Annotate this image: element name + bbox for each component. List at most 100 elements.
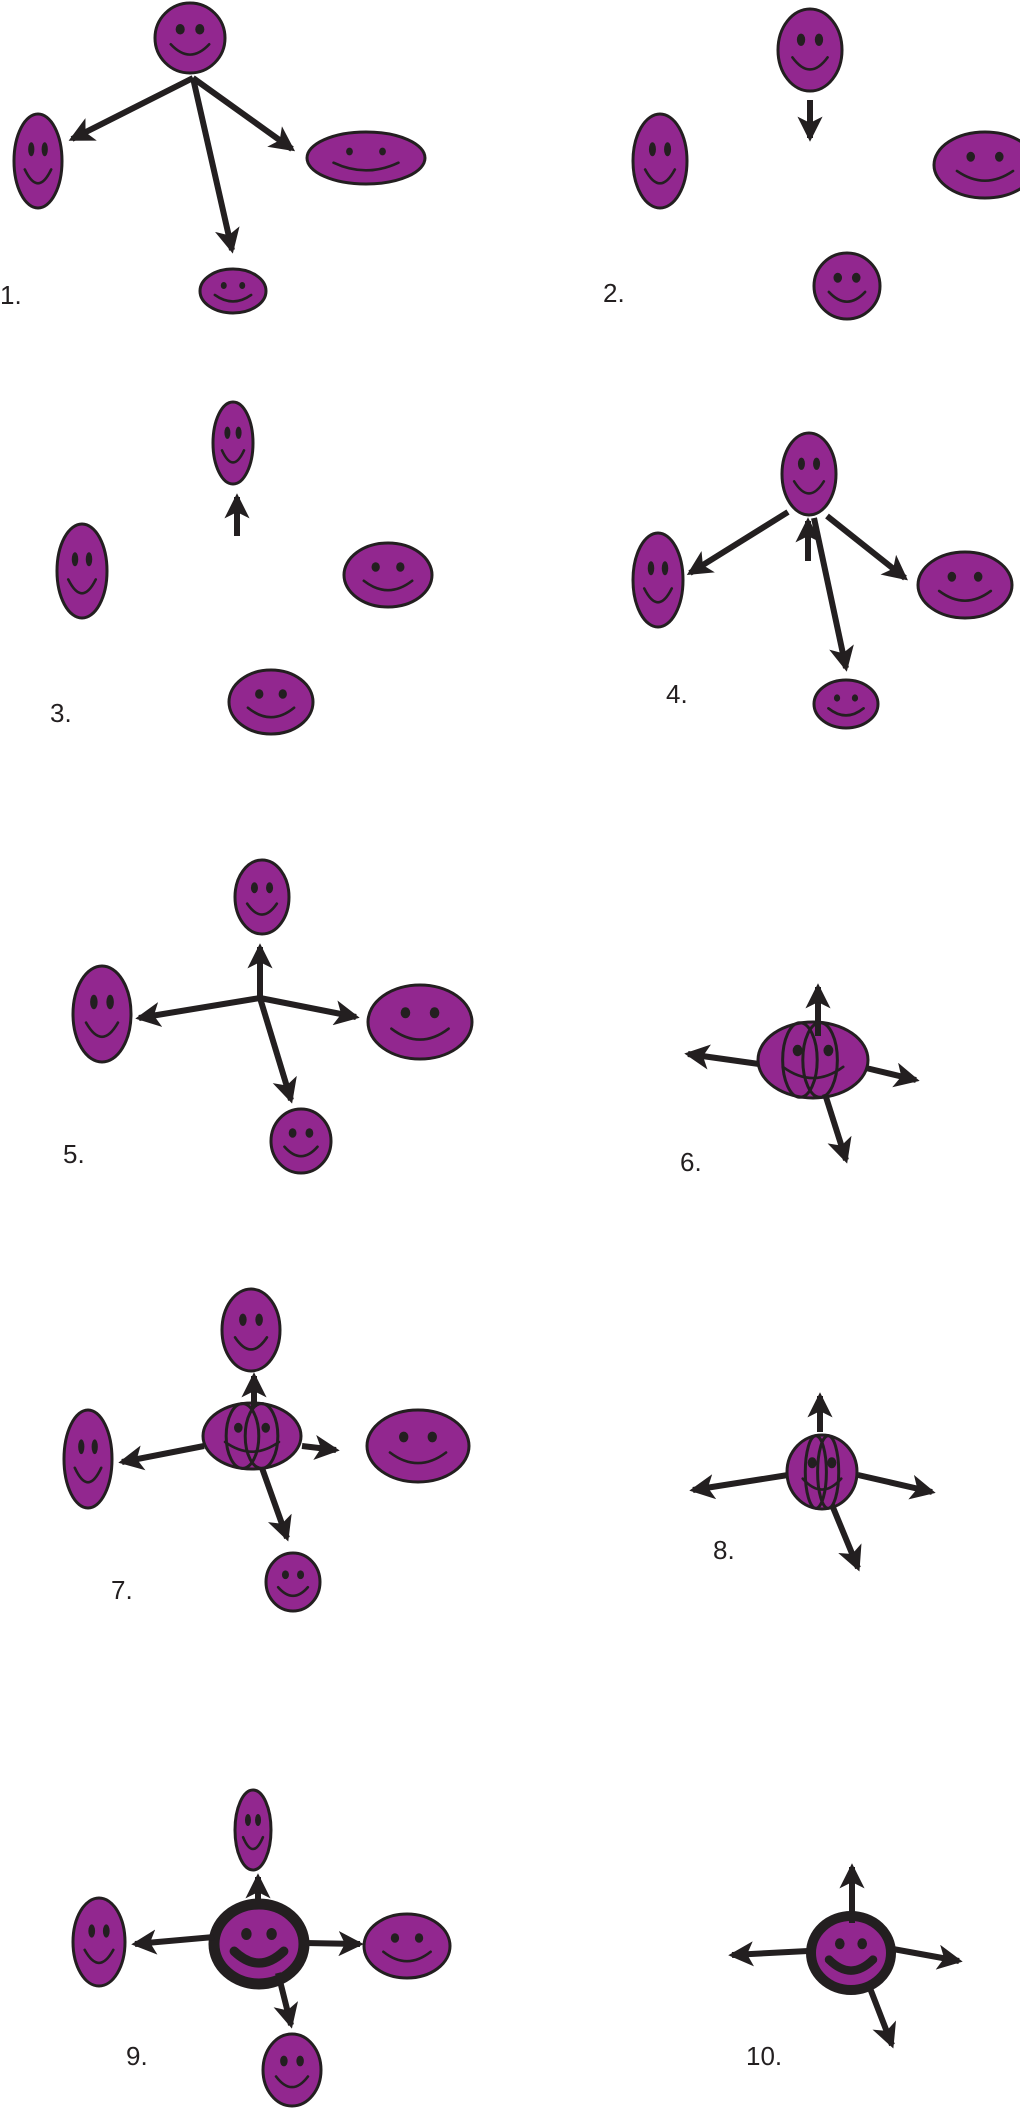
eye-icon <box>255 689 264 699</box>
arrow-icon <box>822 1093 852 1164</box>
eye-icon <box>427 1431 437 1443</box>
eye-icon <box>288 1128 297 1138</box>
arrow-icon <box>865 1981 897 2049</box>
smiley-face-icon <box>12 112 64 210</box>
panel-1-label: 1. <box>0 280 22 310</box>
eye-icon <box>71 552 79 567</box>
smiley-face-icon <box>220 1287 282 1373</box>
eye-icon <box>807 1457 817 1469</box>
eye-icon <box>833 272 843 283</box>
eye-icon <box>296 2055 304 2067</box>
panel-3-label: 3. <box>50 698 72 728</box>
panel-2-label: 2. <box>603 278 625 308</box>
eye-icon <box>647 561 655 576</box>
arrow-icon <box>811 517 854 672</box>
eye-icon <box>390 1933 400 1943</box>
eye-icon <box>305 1128 314 1138</box>
eye-icon <box>814 33 824 46</box>
smiley-face-icon <box>201 1401 303 1471</box>
mouth-icon <box>73 1466 103 1484</box>
arrow-icon <box>892 1944 963 1970</box>
smiley-face-icon <box>198 267 268 315</box>
mouth-icon <box>229 1946 289 1968</box>
eye-icon <box>244 1814 251 1826</box>
arrow-icon <box>825 513 908 581</box>
mouth-icon <box>241 1835 265 1851</box>
mouth-icon <box>955 169 1015 182</box>
eye-icon <box>278 689 287 699</box>
smiley-face-icon <box>62 1408 114 1510</box>
eye-icon <box>796 33 806 46</box>
mouth-icon <box>362 579 414 592</box>
eye-icon <box>947 571 957 582</box>
arrow-icon <box>118 1443 205 1471</box>
mouth-icon <box>276 1585 310 1598</box>
smiley-face-icon <box>233 1788 273 1872</box>
split-ring-icon <box>224 1402 280 1470</box>
mouth-icon <box>332 161 400 172</box>
mouth-icon <box>824 1955 878 1975</box>
panel-8-label: 8. <box>713 1535 735 1565</box>
panel-5-label: 5. <box>63 1139 85 1169</box>
smiley-face-icon <box>631 112 689 210</box>
eye-icon <box>239 282 246 289</box>
smiley-face-icon <box>776 7 844 93</box>
arrow-icon <box>273 1972 299 2029</box>
eye-icon <box>813 457 821 470</box>
mouth-icon <box>23 168 53 185</box>
eye-icon <box>857 1938 868 1950</box>
mouth-icon <box>274 2075 310 2089</box>
eye-icon <box>792 1044 803 1057</box>
eye-icon <box>429 1007 440 1019</box>
mouth-icon <box>827 707 865 717</box>
arrow-icon <box>304 1931 364 1957</box>
eye-icon <box>235 426 242 439</box>
eye-icon <box>400 1007 411 1019</box>
mouth-icon <box>937 589 993 602</box>
eye-icon <box>346 147 353 156</box>
eye-icon <box>106 994 114 1010</box>
arrow-icon <box>257 997 297 1104</box>
mouth-icon <box>792 480 826 495</box>
smiley-face-icon <box>932 130 1020 200</box>
smiley-face-icon <box>71 1896 127 1988</box>
mouth-icon <box>233 1336 269 1351</box>
arrow-icon <box>191 75 296 152</box>
eye-icon <box>91 1439 98 1455</box>
mouth-icon <box>390 1027 450 1041</box>
eye-icon <box>414 1933 424 1943</box>
eye-icon <box>827 1457 837 1469</box>
arrow-icon <box>689 1472 789 1500</box>
eye-icon <box>396 562 405 572</box>
smiley-face-icon <box>55 522 109 620</box>
smiley-face-icon <box>916 550 1014 620</box>
arrow-icon <box>857 1472 936 1500</box>
eye-icon <box>78 1439 85 1455</box>
eye-icon <box>255 1814 262 1826</box>
smiley-face-icon <box>812 678 880 730</box>
smiley-face-icon <box>366 983 474 1061</box>
eye-icon <box>966 151 976 162</box>
mouth-icon <box>169 43 211 56</box>
mouth-icon <box>66 578 98 595</box>
smiley-face-icon-heavy <box>806 1911 896 1995</box>
eye-icon <box>224 426 231 439</box>
eye-icon <box>266 882 274 894</box>
mouth-icon <box>388 1451 448 1465</box>
mouth-icon <box>382 1950 432 1963</box>
smiley-face-icon <box>305 130 427 186</box>
mouth-icon <box>223 1440 281 1453</box>
eye-icon <box>661 561 669 576</box>
eye-icon <box>851 272 861 283</box>
arrow-icon <box>259 1466 292 1542</box>
panel-9-label: 9. <box>126 2041 148 2071</box>
eye-icon <box>250 882 258 894</box>
eye-icon <box>280 2055 288 2067</box>
eye-icon <box>371 562 380 572</box>
eye-icon <box>664 142 672 157</box>
smiley-face-icon <box>264 1551 322 1613</box>
mouth-icon <box>827 290 867 303</box>
smiley-face-icon <box>631 531 685 629</box>
eye-icon <box>85 552 93 567</box>
arrow-icon <box>301 1434 340 1461</box>
